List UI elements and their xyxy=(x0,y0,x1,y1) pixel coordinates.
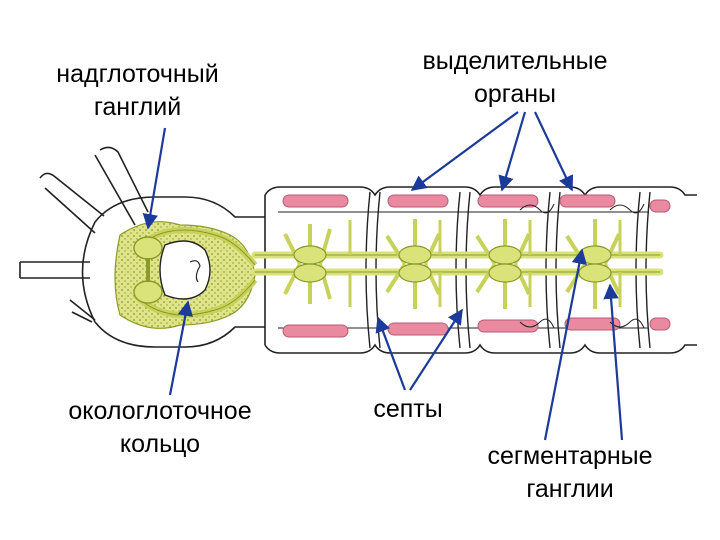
excretory-organ xyxy=(564,317,621,331)
excretory-organ xyxy=(387,194,449,208)
label-line: септы xyxy=(373,395,443,423)
excretory-organ xyxy=(649,317,671,331)
label-line: ганглий xyxy=(93,93,182,121)
label-supraesophageal-ganglion: надглоточный ганглий xyxy=(30,58,245,124)
label-line: надглоточный xyxy=(56,60,219,88)
arrow-excretory-3 xyxy=(534,111,574,192)
worm-body xyxy=(19,146,697,354)
excretory-organ xyxy=(387,322,449,336)
arrow-excretory-2 xyxy=(498,111,527,192)
segmental-ganglion xyxy=(475,219,531,309)
arrow-supraesophageal xyxy=(142,127,167,230)
excretory-organ xyxy=(477,194,539,208)
arrow-excretory-1 xyxy=(410,111,519,191)
arrow-periesophageal xyxy=(168,300,193,396)
pharynx xyxy=(159,240,211,300)
pointer-arrows xyxy=(142,111,624,441)
arrow-septa-2 xyxy=(409,308,463,391)
label-line: окологлоточное xyxy=(68,397,252,425)
segmental-ganglion xyxy=(385,219,441,309)
label-line: выделительные xyxy=(422,47,608,75)
excretory-organ xyxy=(282,324,349,338)
arrow-septa-1 xyxy=(375,316,407,391)
nephridia-tubules xyxy=(519,203,645,329)
excretory-organ xyxy=(649,199,671,213)
label-line: ганглии xyxy=(526,475,614,503)
label-segmental-ganglia: сегментарные ганглии xyxy=(455,440,685,506)
arrow-segmental-2 xyxy=(603,283,624,441)
lateral-nerves xyxy=(348,220,622,307)
label-line: органы xyxy=(473,80,557,108)
supraesophageal-ganglion-lobe xyxy=(133,280,163,304)
label-line: кольцо xyxy=(119,430,201,458)
label-excretory-organs: выделительные органы xyxy=(395,45,635,111)
segmental-ganglia xyxy=(283,219,621,309)
supraesophageal-ganglion xyxy=(133,236,163,260)
excretory-organ xyxy=(559,194,616,208)
label-septa: септы xyxy=(358,393,458,426)
segmental-ganglion xyxy=(283,224,332,304)
excretory-organ xyxy=(477,319,539,333)
excretory-organ xyxy=(282,194,349,208)
label-periesophageal-ring: окологлоточное кольцо xyxy=(30,395,290,461)
excretory-organs xyxy=(282,194,671,338)
arrow-segmental-1 xyxy=(543,248,587,441)
label-line: сегментарные xyxy=(487,442,653,470)
